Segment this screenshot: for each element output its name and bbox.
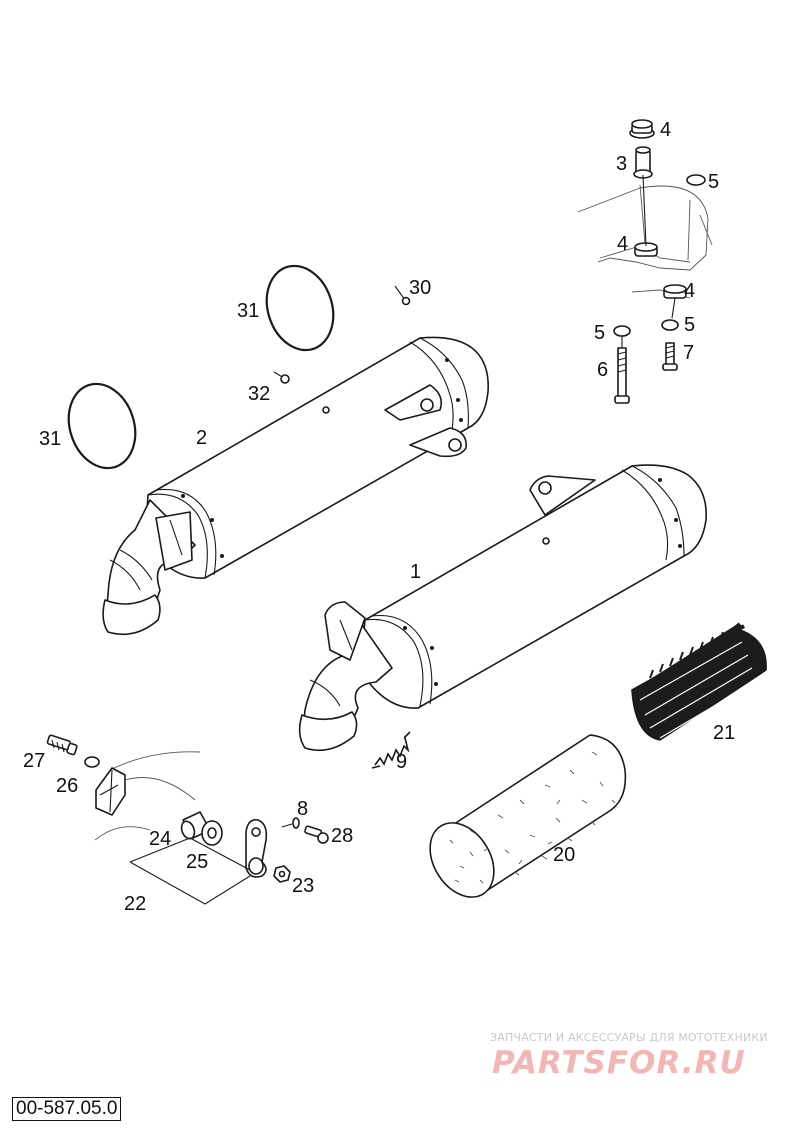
label-24: 24: [149, 828, 171, 850]
spacer-sleeve: [633, 146, 653, 179]
silencer-left: [102, 336, 489, 636]
screw-28: [304, 825, 329, 844]
label-7: 7: [683, 342, 694, 364]
label-26: 26: [56, 775, 78, 797]
label-2: 2: [196, 427, 207, 449]
label-8: 8: [297, 798, 308, 820]
label-32: 32: [248, 383, 270, 405]
o-ring-small-8: [292, 817, 300, 829]
packing-mat: [631, 622, 767, 741]
label-4a: 4: [660, 119, 671, 141]
rubber-grommet-lower: [663, 284, 687, 299]
watermark-logo: PARTSFOR.RU: [492, 1045, 746, 1081]
lower-mount-bracket: [94, 751, 201, 841]
rubber-grommet-top: [629, 119, 655, 139]
label-4b: 4: [617, 233, 628, 255]
assembly-leader-lines: [621, 174, 676, 348]
label-3: 3: [616, 153, 627, 175]
label-5b: 5: [594, 322, 605, 344]
label-22: 22: [124, 893, 146, 915]
grommet-25: [201, 820, 223, 846]
label-31b: 31: [39, 428, 61, 450]
silencer-left-rivets: [181, 358, 463, 558]
rubber-grommet-middle: [634, 242, 658, 257]
label-4c: 4: [684, 280, 695, 302]
label-5c: 5: [684, 314, 695, 336]
clamp-bracket: [245, 818, 268, 878]
long-bolt: [614, 347, 630, 404]
o-ring-upper: [265, 264, 335, 352]
rear-frame-bracket: [577, 184, 713, 299]
silencer-right: [298, 464, 707, 752]
washer-top-right: [686, 174, 706, 186]
label-25: 25: [186, 851, 208, 873]
short-bolt: [662, 342, 678, 371]
washer-lower-right: [661, 319, 679, 331]
sound-absorbing-packing: [429, 734, 627, 898]
label-23: 23: [292, 875, 314, 897]
o-ring-lower: [67, 382, 137, 470]
watermark-tagline: ЗАПЧАСТИ И АКСЕССУАРЫ ДЛЯ МОТОТЕХНИКИ: [490, 1031, 768, 1044]
small-screw-30: [394, 285, 411, 306]
label-28: 28: [331, 825, 353, 847]
assembly-bracket-22: [129, 837, 251, 905]
label-30: 30: [409, 277, 431, 299]
washer-26: [84, 756, 100, 768]
label-9: 9: [396, 751, 407, 773]
nut-23: [273, 865, 291, 883]
spring: [371, 731, 411, 769]
leader-8: [281, 823, 293, 828]
small-screw-32: [273, 371, 290, 384]
washer-lower-left: [613, 325, 631, 337]
diagram-code: 00-587.05.0: [12, 1097, 122, 1121]
label-6: 6: [597, 359, 608, 381]
label-20: 20: [553, 844, 575, 866]
label-27: 27: [23, 750, 45, 772]
label-1: 1: [410, 561, 421, 583]
silencer-right-rivets: [403, 478, 682, 686]
bolt-27: [46, 734, 78, 756]
label-21: 21: [713, 722, 735, 744]
label-5a: 5: [708, 171, 719, 193]
label-31a: 31: [237, 300, 259, 322]
